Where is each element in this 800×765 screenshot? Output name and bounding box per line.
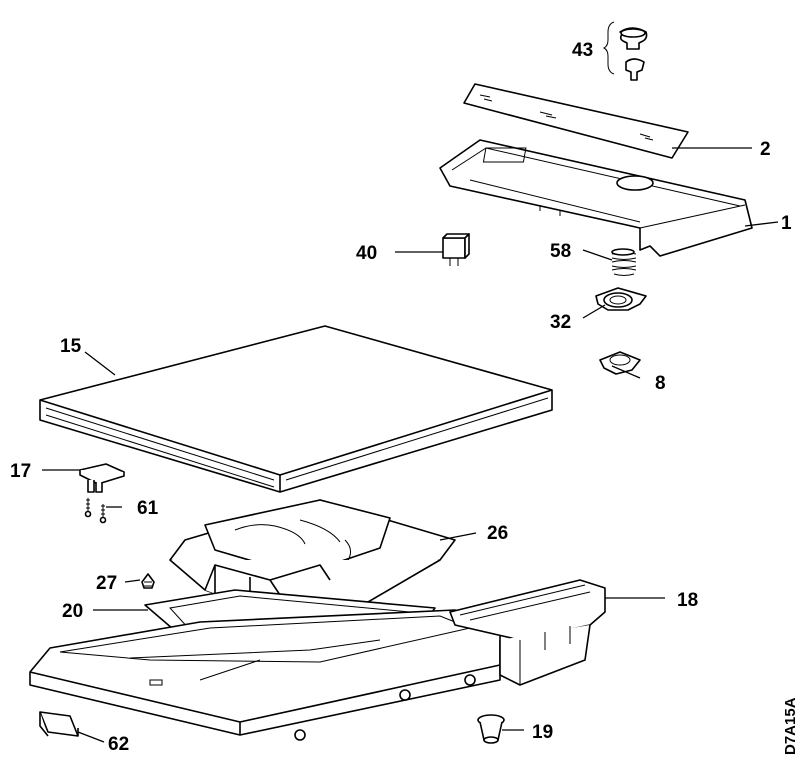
diagram-code: D7A15A: [782, 697, 799, 755]
part-62-bracket: [39, 711, 79, 737]
part-labels: 43 2 1 40 58 32 8 15 17 61 26 27 20 18 1…: [10, 40, 799, 755]
leader-lines: [42, 147, 779, 743]
part-17-hinge: [79, 463, 125, 493]
part-19-foot: [477, 714, 505, 744]
label-26: 26: [487, 523, 508, 544]
label-15: 15: [60, 336, 82, 357]
label-17: 17: [10, 461, 31, 482]
part-32-holder: [595, 287, 647, 311]
part-1-control-panel: [439, 139, 753, 257]
part-2-panel-strip: [463, 83, 689, 159]
label-61: 61: [137, 498, 159, 519]
base-frame: [29, 609, 501, 741]
part-8-clip: [599, 351, 641, 375]
label-1: 1: [781, 213, 792, 234]
label-8: 8: [655, 373, 666, 394]
part-43-knob: [602, 21, 648, 81]
label-40: 40: [356, 243, 377, 264]
part-18-rail: [449, 579, 606, 686]
label-19: 19: [532, 722, 553, 743]
label-27: 27: [96, 573, 117, 594]
label-2: 2: [760, 139, 771, 160]
label-58: 58: [550, 241, 571, 262]
part-40-switch: [442, 233, 470, 266]
label-43: 43: [572, 40, 593, 61]
label-18: 18: [677, 590, 698, 611]
part-61-screws: [84, 498, 107, 524]
part-58-spring: [611, 248, 637, 276]
label-62: 62: [108, 734, 129, 755]
part-27-rivet: [141, 573, 155, 589]
label-32: 32: [550, 312, 571, 333]
label-20: 20: [62, 601, 83, 622]
part-15-lid: [39, 325, 553, 493]
